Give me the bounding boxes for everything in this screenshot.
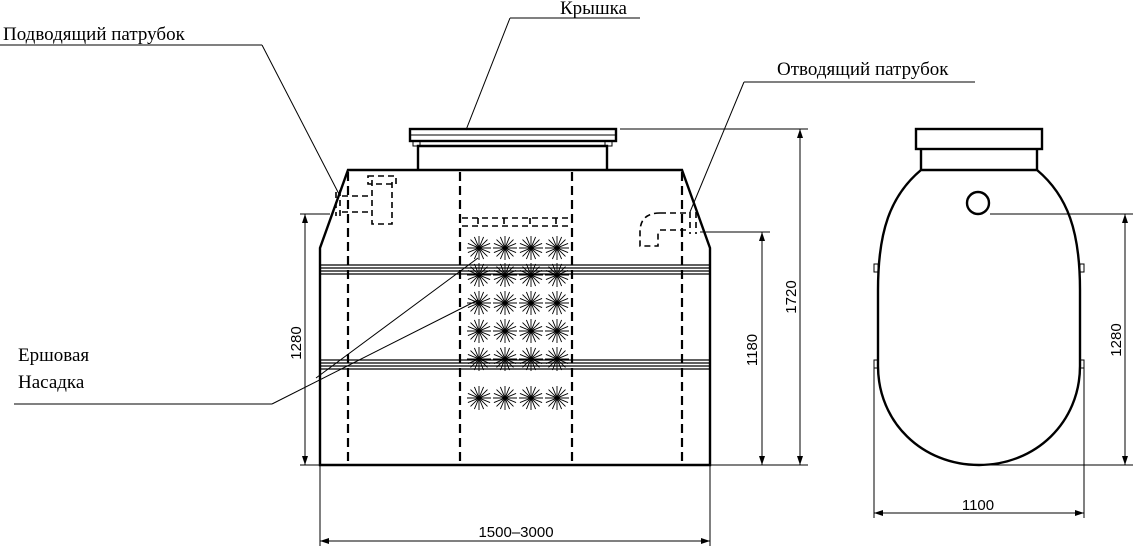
brush-element [519,263,543,287]
label-inlet-pipe: Подводящий патрубок [3,24,186,45]
brush-element [519,386,543,410]
front-view: 1280 1180 1720 1500–3000 [288,127,808,546]
dim-inner-height [700,231,770,466]
dim-total-height [620,128,808,466]
brush-element [467,236,491,260]
brush-element [467,386,491,410]
brush-element [519,236,543,260]
side-pipe-opening [965,190,991,216]
dim-total-height-label: 1720 [783,280,800,313]
brush-element [545,319,569,343]
label-lid: Крышка [560,0,628,19]
brush-element [545,291,569,315]
inlet-pipe [335,175,397,225]
stiffening-band-upper [320,264,710,275]
brush-element [467,263,491,287]
brush-frame [462,217,570,227]
side-lid [914,127,1044,151]
brush-element [493,263,517,287]
dim-width-label: 1100 [962,497,994,514]
brush-element [493,319,517,343]
dim-body-height [300,213,330,466]
dim-side-height-label: 1280 [1108,323,1125,356]
manhole-neck [416,144,609,170]
brush-element [545,347,569,371]
side-neck [919,149,1039,170]
brush-element [519,319,543,343]
brush-element [467,291,491,315]
brush-element [467,319,491,343]
dim-body-height-label: 1280 [288,326,305,359]
outlet-pipe [639,212,697,247]
dim-side-height [985,213,1133,466]
dim-length-label: 1500–3000 [478,524,553,541]
label-brush-line2: Насадка [18,372,85,393]
brush-element [493,386,517,410]
tank-body-outline [318,168,712,467]
dim-length [319,465,711,546]
label-brush-line1: Ершовая [18,345,89,366]
brush-element [493,347,517,371]
brush-media [467,236,569,410]
brush-element [545,263,569,287]
stiffening-band-lower [320,359,710,370]
dim-inner-height-label: 1180 [744,334,761,366]
brush-element [545,386,569,410]
brush-element [493,236,517,260]
brush-element [519,347,543,371]
label-outlet-pipe: Отводящий патрубок [777,59,949,80]
brush-element [467,347,491,371]
callouts: Подводящий патрубок Крышка Отводящий пат… [0,0,975,405]
side-view: 1280 1100 [873,127,1133,518]
side-tank-outline [876,168,1082,467]
brush-element [493,291,517,315]
brush-element [519,291,543,315]
dim-width [873,366,1085,518]
brush-element [545,236,569,260]
